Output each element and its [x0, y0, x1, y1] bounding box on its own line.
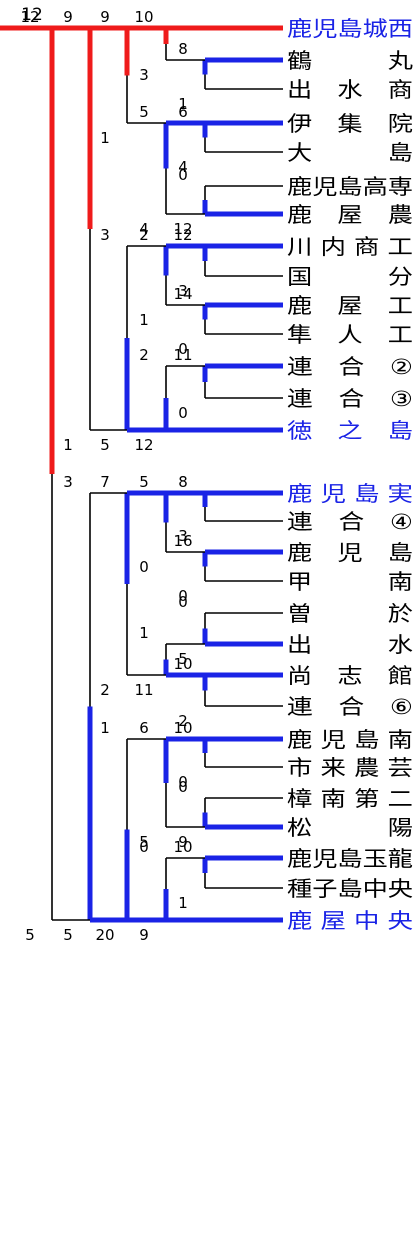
score-top: 12 — [173, 226, 192, 244]
team-name: 甲 南 — [287, 570, 413, 594]
score-bottom: 1 — [63, 436, 73, 454]
team-name: 国 分 — [287, 265, 413, 289]
score-top: 6 — [139, 719, 149, 737]
score-bottom: 3 — [178, 282, 188, 300]
score-top: 2 — [139, 346, 149, 364]
score-bottom: 5 — [25, 926, 35, 944]
team-name: 鹿 屋 農 — [287, 203, 413, 227]
team-name: 鹿 児 島 実 — [287, 482, 413, 506]
score-bottom: 4 — [178, 158, 188, 176]
score-top: 3 — [100, 226, 110, 244]
score-bottom: 1 — [139, 311, 149, 329]
team-name: 隼 人 工 — [287, 323, 413, 347]
team-name: 樟 南 第 二 — [287, 787, 413, 811]
final-score-top: 12 — [21, 5, 43, 25]
team-name: 連 合 ⑥ — [287, 695, 413, 719]
score-bottom: 3 — [178, 527, 188, 545]
score-bottom: 2 — [178, 712, 188, 730]
score-top: 10 — [173, 838, 192, 856]
score-top: 2 — [139, 226, 149, 244]
score-top: 5 — [139, 103, 149, 121]
team-name: 松 陽 — [287, 816, 413, 840]
team-name: 鹿児島玉龍 — [287, 847, 413, 871]
score-top: 7 — [100, 473, 110, 491]
score-top: 9 — [100, 8, 110, 26]
score-bottom: 4 — [139, 220, 149, 238]
score-bottom: 3 — [139, 66, 149, 84]
score-top: 0 — [178, 593, 188, 611]
team-name: 徳 之 島 — [287, 419, 413, 443]
team-name: 曽 於 — [287, 602, 413, 626]
score-bottom: 0 — [139, 558, 149, 576]
team-name: 鹿児島高専 — [287, 175, 413, 199]
score-bottom: 20 — [95, 926, 114, 944]
score-top: 0 — [178, 778, 188, 796]
score-bottom: 1 — [178, 894, 188, 912]
bracket-lines — [0, 25, 283, 923]
team-name: 鹿 屋 工 — [287, 294, 413, 318]
team-name: 連 合 ② — [287, 355, 413, 379]
team-name: 連 合 ④ — [287, 510, 413, 534]
score-bottom: 0 — [178, 587, 188, 605]
team-name: 鹿 屋 中 央 — [287, 909, 413, 933]
score-bottom: 1 — [100, 129, 110, 147]
team-name: 出 水 — [287, 633, 413, 657]
score-bottom: 5 — [100, 436, 110, 454]
score-top: 10 — [173, 719, 192, 737]
score-top: 11 — [173, 346, 192, 364]
team-name: 川 内 商 工 — [287, 235, 413, 259]
team-name: 種子島中央 — [287, 877, 413, 901]
score-top: 10 — [173, 655, 192, 673]
score-top: 3 — [63, 473, 73, 491]
score-top: 14 — [173, 285, 192, 303]
score-top: 0 — [139, 838, 149, 856]
score-top: 0 — [178, 166, 188, 184]
score-top: 6 — [178, 103, 188, 121]
score-bottom: 5 — [178, 650, 188, 668]
score-top: 16 — [173, 532, 192, 550]
score-bottom: 5 — [139, 833, 149, 851]
team-name: 伊 集 院 — [287, 112, 413, 136]
score-bottom: 0 — [178, 404, 188, 422]
team-name: 大 島 — [287, 141, 413, 165]
score-bottom: 1 — [178, 95, 188, 113]
score-top: 12 — [20, 8, 39, 26]
score-top: 8 — [178, 40, 188, 58]
team-name: 鹿児島城西 — [287, 17, 413, 41]
team-name: 尚 志 館 — [287, 664, 413, 688]
score-bottom: 9 — [178, 833, 188, 851]
score-top: 9 — [63, 8, 73, 26]
score-bottom: 9 — [139, 926, 149, 944]
team-name: 鹿 児 島 — [287, 541, 413, 565]
team-name: 市 来 農 芸 — [287, 756, 413, 780]
score-top: 10 — [134, 8, 153, 26]
score-bottom: 0 — [178, 773, 188, 791]
score-top: 5 — [139, 473, 149, 491]
score-bottom: 0 — [178, 340, 188, 358]
score-bottom: 5 — [63, 926, 73, 944]
team-name: 鶴 丸 — [287, 49, 413, 73]
bracket-scores: 8110364012549112314021110212359183160500… — [20, 5, 192, 944]
score-top: 8 — [178, 473, 188, 491]
score-bottom: 12 — [173, 220, 192, 238]
score-bottom: 11 — [134, 681, 153, 699]
team-name: 連 合 ③ — [287, 387, 413, 411]
score-bottom: 2 — [100, 681, 110, 699]
team-name: 鹿 児 島 南 — [287, 728, 413, 752]
score-top: 1 — [100, 719, 110, 737]
score-bottom: 12 — [134, 436, 153, 454]
score-top: 1 — [139, 624, 149, 642]
team-name: 出 水 商 — [287, 78, 413, 102]
